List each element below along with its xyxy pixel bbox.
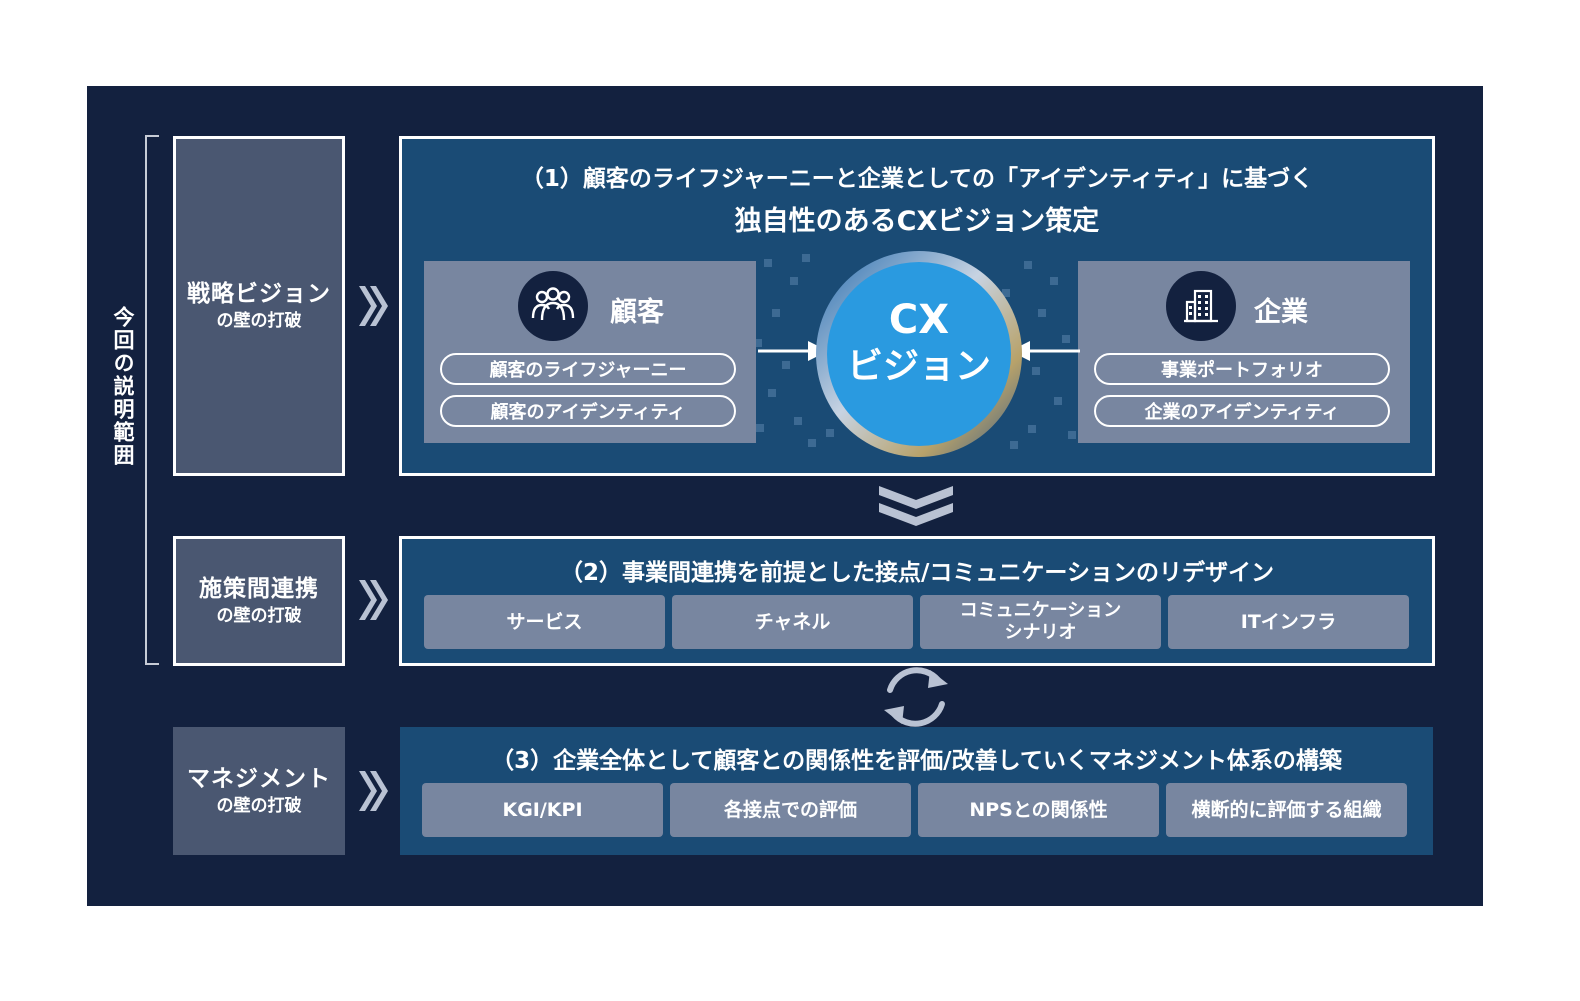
diagram-panel: 今回の説明範囲 戦略ビジョン の壁の打破 施策間連携 の壁の打破 マネジメント … (87, 86, 1483, 906)
people-icon (518, 271, 588, 341)
company-group: 企業 事業ポートフォリオ 企業のアイデンティティ (1078, 261, 1410, 443)
section2-title: （2）事業間連携を前提とした接点/コミュニケーションのリデザイン (560, 560, 1274, 586)
section-touchpoint-redesign: （2）事業間連携を前提とした接点/コミュニケーションのリデザイン サービス チャ… (399, 536, 1435, 666)
wall-strategy-vision: 戦略ビジョン の壁の打破 (173, 136, 345, 476)
customer-label: 顧客 (610, 296, 664, 328)
cx-label: CX (888, 297, 950, 343)
double-chevron-right-icon (359, 771, 388, 811)
section1-title-line1: （1）顧客のライフジャーニーと企業としての「アイデンティティ」に基づく (520, 166, 1314, 192)
double-chevron-right-icon (359, 580, 388, 620)
customer-item: 顧客のライフジャーニー (440, 353, 736, 385)
customer-group: 顧客 顧客のライフジャーニー 顧客のアイデンティティ (424, 261, 756, 443)
vision-label: ビジョン (846, 346, 991, 387)
section-management-system: （3）企業全体として顧客との関係性を評価/改善していくマネジメント体系の構築 K… (400, 727, 1433, 855)
management-item: NPSとの関係性 (918, 783, 1159, 837)
pixel-decoration (754, 254, 1076, 449)
company-item: 事業ポートフォリオ (1094, 353, 1390, 385)
wall-sub: の壁の打破 (216, 606, 302, 626)
wall-sub: の壁の打破 (216, 311, 302, 331)
double-chevron-down-icon (879, 486, 953, 526)
double-chevron-right-icon (359, 286, 388, 326)
section3-title: （3）企業全体として顧客との関係性を評価/改善していくマネジメント体系の構築 (491, 748, 1342, 774)
company-item: 企業のアイデンティティ (1094, 395, 1390, 427)
section1-title-line2: 独自性のあるCXビジョン策定 (734, 206, 1100, 237)
customer-item: 顧客のアイデンティティ (440, 395, 736, 427)
cx-vision-circle (816, 251, 1022, 457)
redesign-item: ITインフラ (1168, 595, 1409, 649)
wall-title: マネジメント (187, 766, 331, 792)
scope-label: 今回の説明範囲 (111, 306, 135, 467)
scope-bracket (145, 135, 159, 665)
management-item: 横断的に評価する組織 (1166, 783, 1407, 837)
wall-management: マネジメント の壁の打破 (173, 727, 345, 855)
wall-measure-linkage: 施策間連携 の壁の打破 (173, 536, 345, 666)
management-item: KGI/KPI (422, 783, 663, 837)
redesign-item: チャネル (672, 595, 913, 649)
company-label: 企業 (1254, 296, 1308, 328)
wall-title: 戦略ビジョン (187, 281, 331, 307)
wall-title: 施策間連携 (199, 576, 319, 602)
cycle-arrows-icon (884, 667, 948, 727)
management-item: 各接点での評価 (670, 783, 911, 837)
redesign-item: コミュニケーション シナリオ (920, 595, 1161, 649)
wall-sub: の壁の打破 (216, 796, 302, 816)
building-icon (1166, 271, 1236, 341)
redesign-item: サービス (424, 595, 665, 649)
section-cx-vision: （1）顧客のライフジャーニーと企業としての「アイデンティティ」に基づく 独自性の… (399, 136, 1435, 476)
